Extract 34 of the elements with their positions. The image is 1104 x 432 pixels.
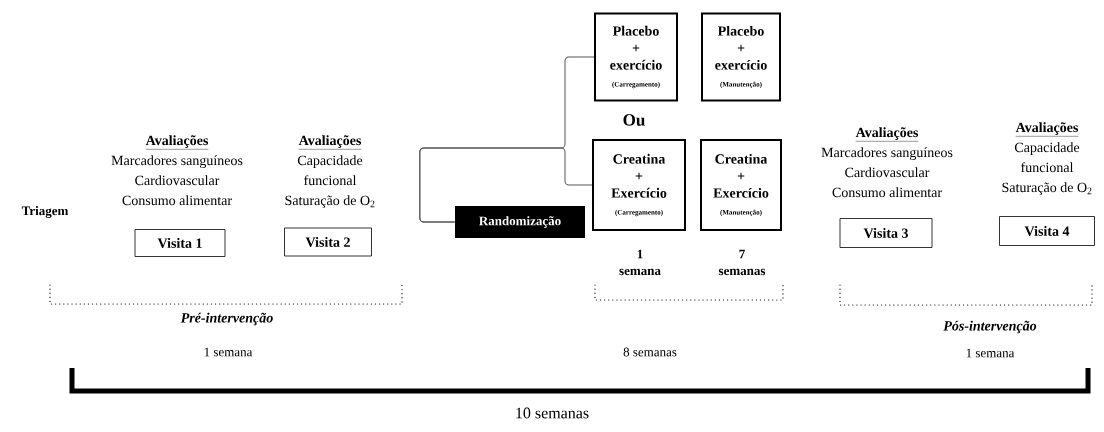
- assessment-item: Marcadores sanguíneos: [821, 147, 953, 161]
- visit-box: Visita 1: [134, 229, 226, 257]
- assessment-item: Saturação de O$_{2}$: [1002, 182, 1092, 195]
- assessment-item: Capacidade: [297, 155, 363, 168]
- bracket-connector: [419, 147, 593, 223]
- section-heading: Avaliações: [145, 135, 209, 150]
- phase-label: Pré-intervenção: [180, 312, 273, 326]
- total-duration-label: 10 semanas: [516, 407, 589, 419]
- duration-label: semanas: [718, 268, 766, 276]
- assessment-item: funcional: [304, 175, 357, 186]
- duration-label: 8 semanas: [623, 347, 677, 357]
- duration-label: 1: [637, 249, 643, 259]
- duration-label: 7: [739, 249, 745, 259]
- duration-label: 1 semana: [966, 348, 1015, 358]
- randomization-box: Randomização: [455, 206, 585, 238]
- assessment-item: funcional: [1021, 162, 1074, 173]
- visit-box: Visita 4: [999, 216, 1095, 246]
- assessment-item: Marcadores sanguíneos: [111, 155, 243, 169]
- assessment-item: Saturação de O$_{2}$: [285, 195, 375, 208]
- stage-label: Triagem: [21, 206, 69, 218]
- visit-box: Visita 3: [839, 218, 933, 248]
- or-label: Ou: [623, 114, 645, 126]
- duration-label: 1 semana: [204, 347, 253, 357]
- visit-box: Visita 2: [284, 227, 372, 257]
- section-heading: Avaliações: [855, 127, 919, 142]
- assessment-item: Cardiovascular: [845, 167, 930, 178]
- phase-label: Pós-intervenção: [943, 320, 1037, 334]
- assessment-item: Consumo alimentar: [832, 187, 942, 198]
- section-heading: Avaliações: [1015, 122, 1079, 137]
- duration-label: semana: [619, 268, 661, 276]
- assessment-item: Capacidade: [1014, 142, 1080, 155]
- assessment-item: Cardiovascular: [135, 175, 220, 186]
- section-heading: Avaliações: [298, 135, 362, 150]
- assessment-item: Consumo alimentar: [122, 195, 232, 206]
